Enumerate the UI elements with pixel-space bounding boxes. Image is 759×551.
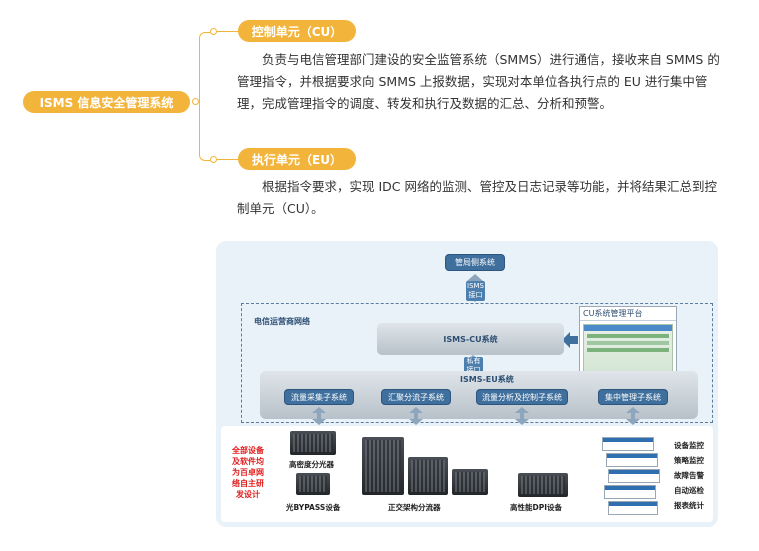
cu-description: 负责与电信管理部门建设的安全监管系统（SMMS）进行通信，接收来自 SMMS 的…: [237, 52, 720, 111]
subsystem-traffic-collection: 流量采集子系统: [284, 389, 354, 405]
feature-report-stats: 报表统计: [674, 501, 704, 510]
root-node: ISMS 信息安全管理系统: [23, 91, 190, 113]
distributor-chassis-small: [452, 469, 488, 495]
feature-policy-monitor: 策略监控: [674, 456, 704, 465]
device-label-splitter: 高密度分光器: [289, 460, 334, 469]
eu-line: [217, 159, 239, 160]
eu-dot: [210, 156, 217, 163]
cu-dot: [210, 28, 217, 35]
cu-line: [217, 31, 239, 32]
down-arrow-icon: [515, 407, 529, 429]
eu-title: 执行单元（EU）: [238, 148, 356, 170]
eu-description: 根据指令要求，实现 IDC 网络的监测、管控及日志记录等功能，并将结果汇总到控制…: [237, 179, 717, 216]
subsystem-aggregation: 汇聚分流子系统: [381, 389, 451, 405]
subsystem-analysis-control: 流量分析及控制子系统: [476, 389, 568, 405]
branch-connector: [199, 32, 212, 161]
distributor-chassis-medium: [408, 457, 448, 495]
private-interface-tag: 私有 接口: [464, 357, 483, 374]
regulator-system-box: 管局侧系统: [445, 254, 505, 271]
device-label-distributor: 正交架构分流器: [388, 503, 441, 512]
inspection-screen: [604, 485, 656, 499]
down-arrow-icon: [409, 407, 423, 429]
distributor-chassis-large: [362, 437, 404, 495]
operator-network-frame: [241, 303, 713, 423]
monitor-screen: [602, 437, 654, 451]
isms-cu-box: ISMS-CU系统: [377, 323, 564, 355]
feature-device-monitor: 设备监控: [674, 441, 704, 450]
down-arrow-icon: [626, 407, 640, 429]
self-developed-note: 全部设备 及软件均 为百卓网 络自主研 发设计: [232, 446, 264, 499]
policy-screen: [606, 453, 658, 467]
device-label-dpi: 高性能DPI设备: [510, 503, 563, 512]
feature-fault-alarm: 故障告警: [674, 471, 704, 480]
feature-auto-inspection: 自动巡检: [674, 486, 704, 495]
dpi-device: [518, 473, 568, 497]
left-arrow-icon: [562, 332, 578, 352]
down-arrow-icon: [312, 407, 326, 429]
bypass-device: [296, 473, 330, 495]
isms-eu-label: ISMS-EU系统: [460, 375, 514, 384]
cu-platform-title: CU系统管理平台: [580, 307, 676, 321]
cu-title: 控制单元（CU）: [238, 20, 356, 42]
root-dot: [192, 98, 199, 105]
optical-splitter-device: [290, 431, 336, 455]
subsystem-central-management: 集中管理子系统: [598, 389, 668, 405]
operator-network-label: 电信运营商网络: [254, 317, 310, 326]
report-screen: [608, 501, 658, 515]
architecture-diagram: 管局侧系统 ISMS 接口 电信运营商网络 CU系统管理平台 ISMS-CU系统…: [216, 241, 718, 527]
device-label-bypass: 光BYPASS设备: [286, 503, 341, 512]
isms-interface-tag: ISMS 接口: [466, 281, 485, 301]
alarm-screen: [608, 469, 660, 483]
